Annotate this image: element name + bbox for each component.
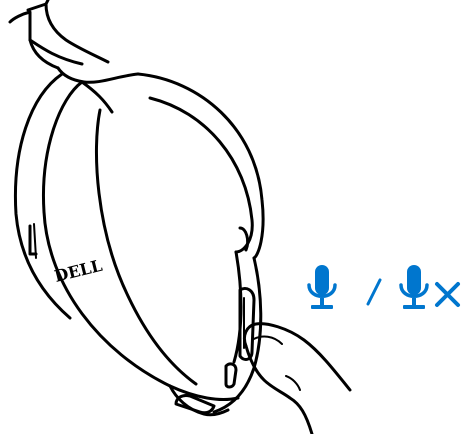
mic-toggle-icons — [309, 265, 458, 309]
dell-logo-text: DELL — [52, 256, 104, 286]
microphone-icon — [309, 265, 335, 309]
headband — [10, 0, 138, 82]
earcup — [15, 74, 263, 415]
dell-logo: DELL — [52, 256, 104, 286]
microphone-muted-icon — [401, 265, 458, 309]
slash-separator — [368, 280, 380, 304]
